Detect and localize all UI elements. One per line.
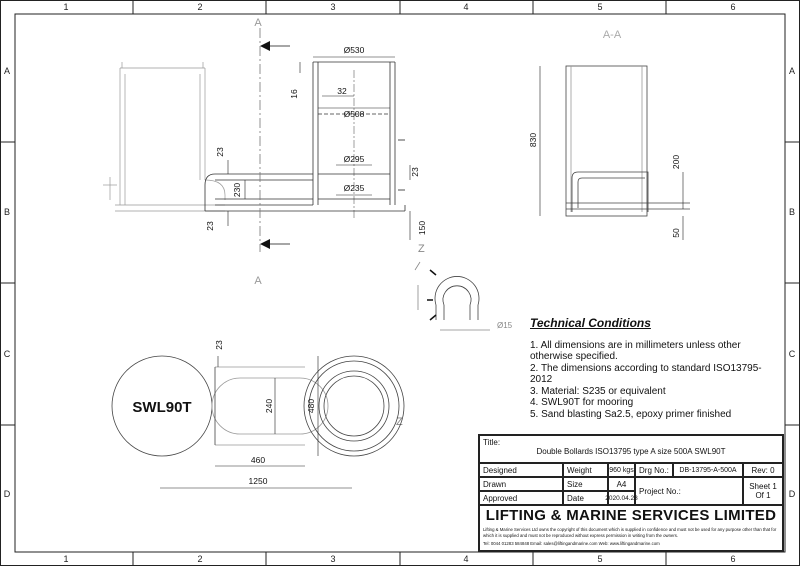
row-label-left: D xyxy=(4,489,11,499)
plan-label: SWL90T xyxy=(132,399,191,416)
dim-200: 200 xyxy=(671,155,681,169)
dim-d235: Ø235 xyxy=(344,183,365,193)
dim-150: 150 xyxy=(417,221,427,235)
col-label-bottom: 4 xyxy=(463,554,468,564)
weight-label: Weight xyxy=(563,463,608,477)
technical-conditions: Technical Conditions 1. All dimensions a… xyxy=(530,316,780,420)
condition-item: 2. The dimensions according to standard … xyxy=(530,362,762,386)
size-value: A4 xyxy=(608,477,635,491)
drg-value: DB-13795-A-500A xyxy=(673,463,743,477)
row-label-right: B xyxy=(789,207,795,217)
project-label: Project No.: xyxy=(635,477,743,505)
drawn-label: Drawn xyxy=(479,477,563,491)
row-label-left: C xyxy=(4,349,11,359)
technical-conditions-title: Technical Conditions xyxy=(530,316,651,330)
approved-label: Approved xyxy=(479,491,563,505)
condition-item: 5. Sand blasting Sa2.5, epoxy primer fin… xyxy=(530,408,732,420)
dim-23: 23 xyxy=(410,167,420,177)
dim-16: 16 xyxy=(289,89,299,99)
date-label: Date xyxy=(563,491,608,505)
section-title: A-A xyxy=(603,29,622,41)
col-label-bottom: 5 xyxy=(597,554,602,564)
col-label-top: 5 xyxy=(597,2,602,12)
contact-line: Tel: 0044 01283 584848 Email: sales@lift… xyxy=(479,540,783,551)
drg-label: Drg No.: xyxy=(635,463,673,477)
date-value: 2020.04.28 xyxy=(605,491,638,505)
sheet-value: Sheet 1 Of 1 xyxy=(743,477,783,505)
detail-letter: Z xyxy=(396,416,403,428)
side-view-labels: A-A 830 200 50 xyxy=(528,29,681,238)
dim-d508: Ø508 xyxy=(344,109,365,119)
col-label-top: 3 xyxy=(330,2,335,12)
size-label: Size xyxy=(563,477,608,491)
dim-50: 50 xyxy=(671,228,681,238)
dim-23: 23 xyxy=(214,340,224,350)
title-label: Title: xyxy=(483,438,501,447)
dim-23: 23 xyxy=(215,147,225,157)
row-label-left: B xyxy=(4,207,10,217)
col-label-bottom: 2 xyxy=(197,554,202,564)
col-label-bottom: 3 xyxy=(330,554,335,564)
dim-d530: Ø530 xyxy=(344,45,365,55)
dim-480: 480 xyxy=(306,399,316,413)
dim-830: 830 xyxy=(528,133,538,147)
row-label-right: C xyxy=(789,349,796,359)
company-name: LIFTING & MARINE SERVICES LIMITED xyxy=(479,505,783,525)
row-label-right: D xyxy=(789,489,796,499)
plan-view xyxy=(111,355,405,489)
col-label-top: 6 xyxy=(730,2,735,12)
copyright-notice: Lifting & Marine Services Ltd owns the c… xyxy=(479,525,783,541)
section-letter: A xyxy=(254,275,262,287)
col-label-top: 2 xyxy=(197,2,202,12)
dim-230: 230 xyxy=(232,183,242,197)
front-view-labels: A A Ø530 Ø508 32 Ø295 Ø235 16 23 230 23 … xyxy=(205,17,427,287)
title-value: Double Bollards ISO13795 type A size 500… xyxy=(536,446,726,456)
dim-d295: Ø295 xyxy=(344,154,365,164)
col-label-top: 1 xyxy=(63,2,68,12)
condition-item: 4. SWL90T for mooring xyxy=(530,397,634,408)
side-view xyxy=(539,65,690,240)
section-letter: A xyxy=(254,17,262,29)
dim-1250: 1250 xyxy=(249,476,268,486)
title-cell: Title: xyxy=(479,435,783,463)
condition-item: 1. All dimensions are in millimeters unl… xyxy=(530,339,741,363)
detail-z xyxy=(414,261,490,331)
title-block: Title: Double Bollards ISO13795 type A s… xyxy=(478,434,784,552)
col-label-bottom: 6 xyxy=(730,554,735,564)
condition-item: 3. Material: S235 or equivalent xyxy=(530,385,666,397)
designed-label: Designed xyxy=(479,463,563,477)
row-label-left: A xyxy=(4,66,10,76)
weight-value: 960 kgs xyxy=(608,463,635,477)
rev-value: Rev: 0 xyxy=(743,463,783,477)
col-label-bottom: 1 xyxy=(63,554,68,564)
dim-23: 23 xyxy=(205,221,215,231)
front-view xyxy=(103,28,411,252)
detail-letter: Z xyxy=(418,243,425,255)
dim-460: 460 xyxy=(251,455,265,465)
col-label-top: 4 xyxy=(463,2,468,12)
dim-32: 32 xyxy=(337,86,347,96)
row-label-right: A xyxy=(789,66,795,76)
dim-240: 240 xyxy=(264,399,274,413)
plan-view-labels: SWL90T 23 240 480 460 1250 xyxy=(132,340,316,486)
dim-d15: Ø15 xyxy=(497,321,513,330)
